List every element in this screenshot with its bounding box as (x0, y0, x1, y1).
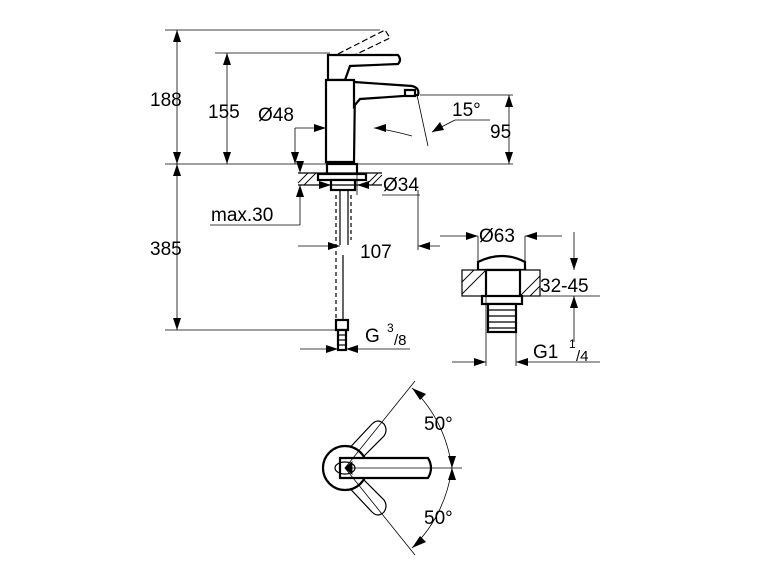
dim-g114: G1 1 /4 (452, 337, 600, 366)
dim-max30-label: max.30 (211, 205, 273, 226)
lever-angle-bottom-label: 50° (424, 508, 453, 529)
top-view: 50° 50° (321, 380, 462, 556)
waste-thread-label: G1 (533, 342, 558, 363)
thread-g-label: G (365, 326, 380, 347)
waste-drain (461, 254, 541, 366)
dim-107-label: 107 (360, 242, 392, 263)
dim-188-label: 188 (150, 90, 182, 111)
dim-g38: G 3 /8 (300, 321, 410, 353)
dim-d63: Ø63 (440, 226, 562, 262)
dim-32-45-label: 32-45 (540, 276, 589, 297)
dim-32-45: 32-45 (540, 232, 600, 342)
dim-385: 385 (150, 164, 182, 330)
dim-155-label: 155 (208, 102, 240, 123)
dim-d48: Ø48 (258, 105, 355, 164)
dim-15deg: 15° (373, 94, 490, 147)
thread-g-sub: /8 (394, 332, 407, 349)
lever-angle-top-label: 50° (424, 414, 453, 435)
dim-d48-label: Ø48 (258, 105, 294, 126)
thread-g-sup: 3 (387, 321, 394, 335)
dim-155: 155 (208, 53, 240, 164)
dim-95: 95 (490, 95, 513, 164)
dim-d34-label: Ø34 (383, 175, 419, 196)
dim-15deg-label: 15° (452, 100, 481, 121)
dim-d63-label: Ø63 (479, 226, 515, 247)
dim-107: 107 (298, 190, 440, 263)
faucet-side-view (165, 29, 513, 352)
dim-d34: Ø34 (300, 175, 420, 196)
dim-385-label: 385 (150, 239, 182, 260)
dim-95-label: 95 (490, 122, 511, 143)
waste-thread-sup: 1 (569, 337, 576, 351)
flex-hose (335, 195, 352, 320)
dim-188: 188 (150, 30, 182, 164)
waste-thread-sub: /4 (576, 348, 589, 365)
dim-max30: max.30 (210, 161, 304, 226)
